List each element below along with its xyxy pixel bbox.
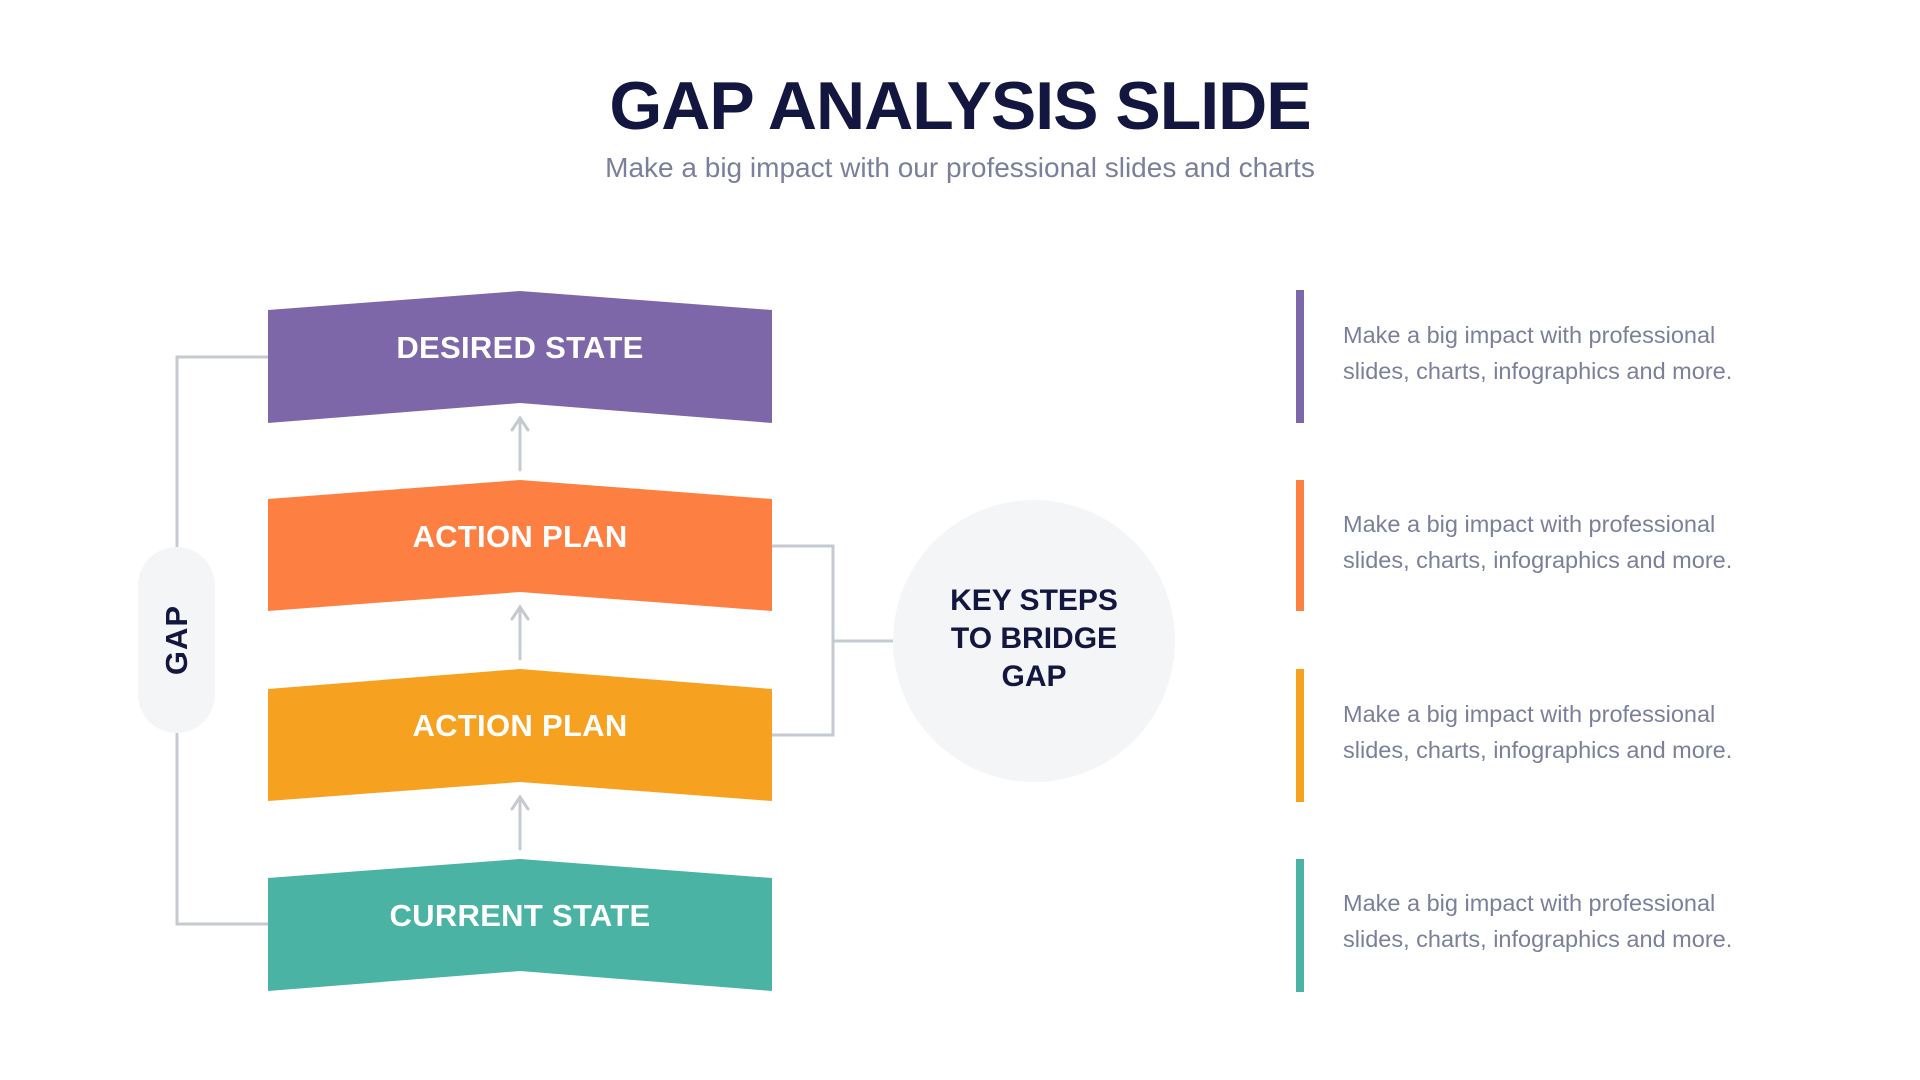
stage-label-action-plan-1: ACTION PLAN	[412, 519, 628, 554]
note-line: slides, charts, infographics and more.	[1343, 547, 1733, 573]
note-line: Make a big impact with professional	[1343, 322, 1716, 348]
note-line: Make a big impact with professional	[1343, 701, 1716, 727]
note-line: slides, charts, infographics and more.	[1343, 737, 1733, 763]
gap-connector-top	[175, 355, 268, 547]
arrow-up-icon	[510, 415, 530, 472]
key-steps-circle	[893, 500, 1175, 782]
key-steps-label: KEY STEPS TO BRIDGE GAP	[893, 582, 1175, 696]
note-text-3: Make a big impact with professional slid…	[1343, 696, 1863, 768]
note-line: slides, charts, infographics and more.	[1343, 926, 1733, 952]
gap-connector-bottom	[175, 733, 268, 926]
stage-shape-desired-state	[268, 291, 772, 423]
gap-label: GAP	[159, 604, 194, 676]
note-text-1: Make a big impact with professional slid…	[1343, 317, 1863, 389]
note-text-2: Make a big impact with professional slid…	[1343, 506, 1863, 578]
arrow-up-icon	[510, 604, 530, 661]
stage-label-action-plan-2: ACTION PLAN	[412, 708, 628, 743]
key-steps-line: TO BRIDGE	[950, 622, 1118, 655]
gap-pill	[138, 547, 215, 733]
stage-label-current-state: CURRENT STATE	[389, 898, 651, 933]
note-accent-bar-teal	[1296, 859, 1304, 992]
note-accent-bar-purple	[1296, 290, 1304, 423]
key-steps-line: GAP	[1001, 660, 1067, 693]
key-steps-line: KEY STEPS	[950, 584, 1118, 617]
stage-shape-action-plan-2	[268, 669, 772, 801]
arrow-up-icon	[510, 794, 530, 851]
note-line: Make a big impact with professional	[1343, 890, 1716, 916]
page-title: GAP ANALYSIS SLIDE	[609, 68, 1311, 144]
stage-shape-action-plan-1	[268, 480, 772, 611]
note-text-4: Make a big impact with professional slid…	[1343, 885, 1863, 957]
note-accent-bar-yellow	[1296, 669, 1304, 802]
page-subtitle: Make a big impact with our professional …	[605, 152, 1315, 183]
note-line: slides, charts, infographics and more.	[1343, 358, 1733, 384]
note-accent-bar-orange	[1296, 480, 1304, 611]
stage-shape-current-state	[268, 859, 772, 991]
key-steps-connector	[772, 544, 835, 737]
note-line: Make a big impact with professional	[1343, 511, 1716, 537]
stage-label-desired-state: DESIRED STATE	[396, 330, 644, 365]
